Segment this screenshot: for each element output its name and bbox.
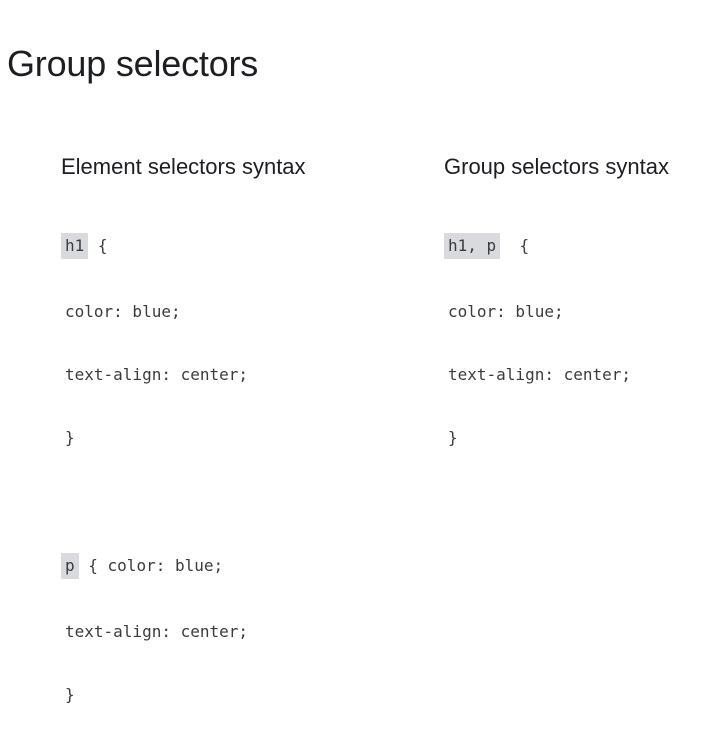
- code-text: { color: blue;: [78, 556, 224, 575]
- p-code-block: p { color: blue; text-align: center; }: [61, 511, 306, 747]
- selector-highlight: p: [61, 553, 79, 579]
- group-selectors-column: Group selectors syntax h1, p { color: bl…: [444, 153, 669, 490]
- code-line: p { color: blue;: [61, 553, 306, 579]
- block-spacer: [61, 490, 306, 511]
- code-line: h1 {: [61, 233, 306, 259]
- element-selectors-column: Element selectors syntax h1 { color: blu…: [61, 153, 306, 747]
- h1-code-block: h1 { color: blue; text-align: center; }: [61, 191, 306, 490]
- slide-title: Group selectors: [7, 43, 259, 84]
- code-line: }: [448, 428, 458, 447]
- code-line: color: blue;: [65, 302, 181, 321]
- group-code-block: h1, p { color: blue; text-align: center;…: [444, 191, 669, 490]
- code-line: color: blue;: [448, 302, 564, 321]
- code-line: text-align: center;: [65, 622, 249, 641]
- code-text: {: [88, 236, 108, 255]
- code-text: {: [500, 236, 530, 255]
- selector-highlight: h1, p: [444, 233, 501, 259]
- selector-highlight: h1: [61, 233, 89, 259]
- code-line: text-align: center;: [65, 365, 249, 384]
- code-line: h1, p {: [444, 233, 669, 259]
- code-line: }: [65, 685, 75, 704]
- element-selectors-heading: Element selectors syntax: [61, 154, 306, 179]
- code-line: text-align: center;: [448, 365, 632, 384]
- code-line: }: [65, 428, 75, 447]
- group-selectors-heading: Group selectors syntax: [444, 154, 669, 179]
